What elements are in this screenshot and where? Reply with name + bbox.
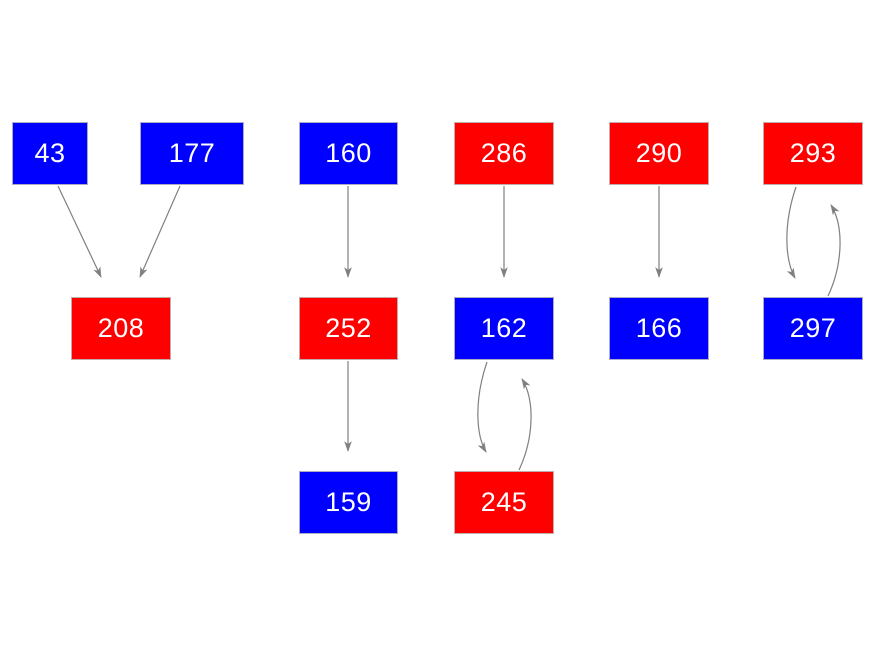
graph-node-166[interactable]: 166: [609, 297, 709, 360]
graph-node-177[interactable]: 177: [140, 122, 244, 185]
edge-177-to-208: [139, 185, 181, 278]
graph-node-245[interactable]: 245: [454, 471, 554, 534]
graph-node-208[interactable]: 208: [71, 297, 171, 360]
node-label: 162: [480, 313, 528, 343]
node-label: 290: [635, 138, 683, 168]
graph-node-286[interactable]: 286: [454, 122, 554, 185]
node-label: 245: [480, 487, 528, 517]
edge-162-to-245: [477, 361, 488, 453]
graph-node-162[interactable]: 162: [454, 297, 554, 360]
node-label: 286: [480, 138, 528, 168]
edge-293-to-297: [786, 186, 797, 279]
graph-node-290[interactable]: 290: [609, 122, 709, 185]
edge-297-to-293: [827, 204, 841, 297]
node-label: 252: [325, 313, 372, 343]
node-label: 159: [325, 487, 372, 517]
node-label: 166: [635, 313, 683, 343]
graph-node-297[interactable]: 297: [763, 297, 863, 360]
node-label: 43: [34, 138, 66, 168]
edge-43-to-208: [57, 185, 102, 278]
node-label: 160: [325, 138, 372, 168]
node-label: 297: [789, 313, 837, 343]
edge-245-to-162: [518, 378, 532, 471]
graph-node-252[interactable]: 252: [299, 297, 398, 360]
graph-node-160[interactable]: 160: [299, 122, 398, 185]
node-label: 208: [97, 313, 145, 343]
graph-node-159[interactable]: 159: [299, 471, 398, 534]
graph-node-293[interactable]: 293: [763, 122, 863, 185]
node-label: 177: [168, 138, 216, 168]
node-label: 293: [789, 138, 837, 168]
graph-node-43[interactable]: 43: [12, 122, 88, 185]
